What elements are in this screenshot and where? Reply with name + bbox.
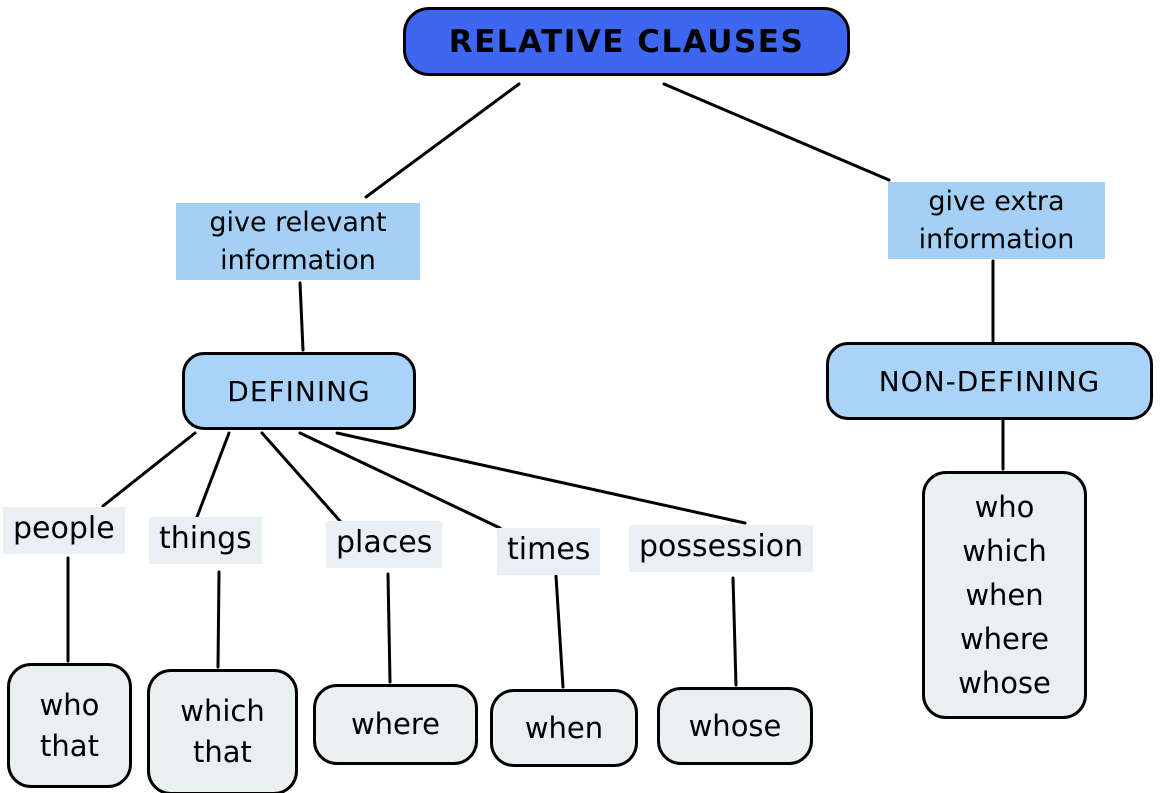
node-non-defining: NON-DEFINING [826, 342, 1153, 420]
edge-relative-clauses-to-give-extra-information [662, 82, 891, 182]
category-label-people: people [3, 507, 125, 554]
edge-possession-to-whose [731, 576, 738, 687]
edge-defining-to-people [101, 431, 197, 508]
edge-give-relevant-information-to-defining [298, 281, 305, 352]
branch-label-give-relevant-information: give relevant information [176, 203, 420, 280]
edge-defining-to-possession [335, 431, 747, 525]
root-node-relative-clauses: RELATIVE CLAUSES [403, 7, 850, 76]
pronoun-box-where: where [313, 684, 478, 765]
edge-times-to-when [554, 574, 565, 689]
pronoun-box-when: when [490, 689, 638, 767]
category-label-times: times [497, 528, 601, 575]
edge-places-to-where [386, 572, 392, 684]
pronoun-box-which-that: which that [147, 669, 298, 793]
pronoun-box-non-defining: who which when where whose [922, 471, 1087, 719]
edge-relative-clauses-to-give-relevant-information [364, 82, 521, 199]
pronoun-box-whose: whose [657, 687, 813, 765]
category-label-things: things [149, 517, 262, 564]
category-label-possession: possession [629, 525, 814, 572]
edge-things-to-which-that [216, 570, 221, 669]
edge-defining-to-things [195, 431, 231, 519]
pronoun-box-who-that: who that [7, 663, 132, 788]
node-defining: DEFINING [182, 352, 416, 430]
edge-defining-to-times [298, 431, 502, 530]
category-label-places: places [326, 521, 443, 568]
edge-defining-to-places [260, 431, 342, 523]
branch-label-give-extra-information: give extra information [888, 182, 1105, 259]
